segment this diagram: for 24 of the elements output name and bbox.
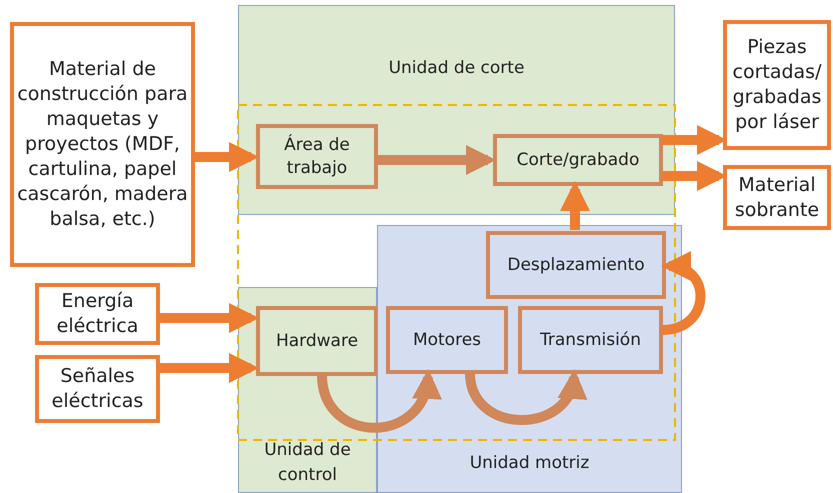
arrow [160,353,259,383]
process-box: Desplazamiento [486,231,666,299]
process-box: Transmisión [518,306,663,374]
process-box: Corte/grabado [493,134,663,186]
input-box: Material de construcción para maquetas y proyectos (MDF, cartulina, papel cascarón, madera balsa, etc.) [10,22,195,267]
panel-title: Unidad de corte [388,57,526,80]
arrow [661,254,706,335]
arrow [195,142,259,172]
input-box: Energía eléctrica [35,283,160,345]
arrow [160,303,259,333]
panel-title: Unidad motriz [468,452,590,475]
process-box: Motores [386,306,508,374]
panel-title: Unidad de control [263,439,352,487]
unit-panel [377,225,682,493]
unit-panel [238,5,675,215]
unit-panel [238,287,377,493]
input-box: Señales eléctricas [35,355,160,423]
input-box: Piezas cortadas/ grabadas por láser [723,20,831,150]
process-box: Área de trabajo [256,124,378,189]
arrow [317,369,439,433]
process-box: Hardware [256,306,378,376]
arrow [377,145,496,175]
arrow [560,181,590,230]
input-box: Material sobrante [723,165,831,230]
